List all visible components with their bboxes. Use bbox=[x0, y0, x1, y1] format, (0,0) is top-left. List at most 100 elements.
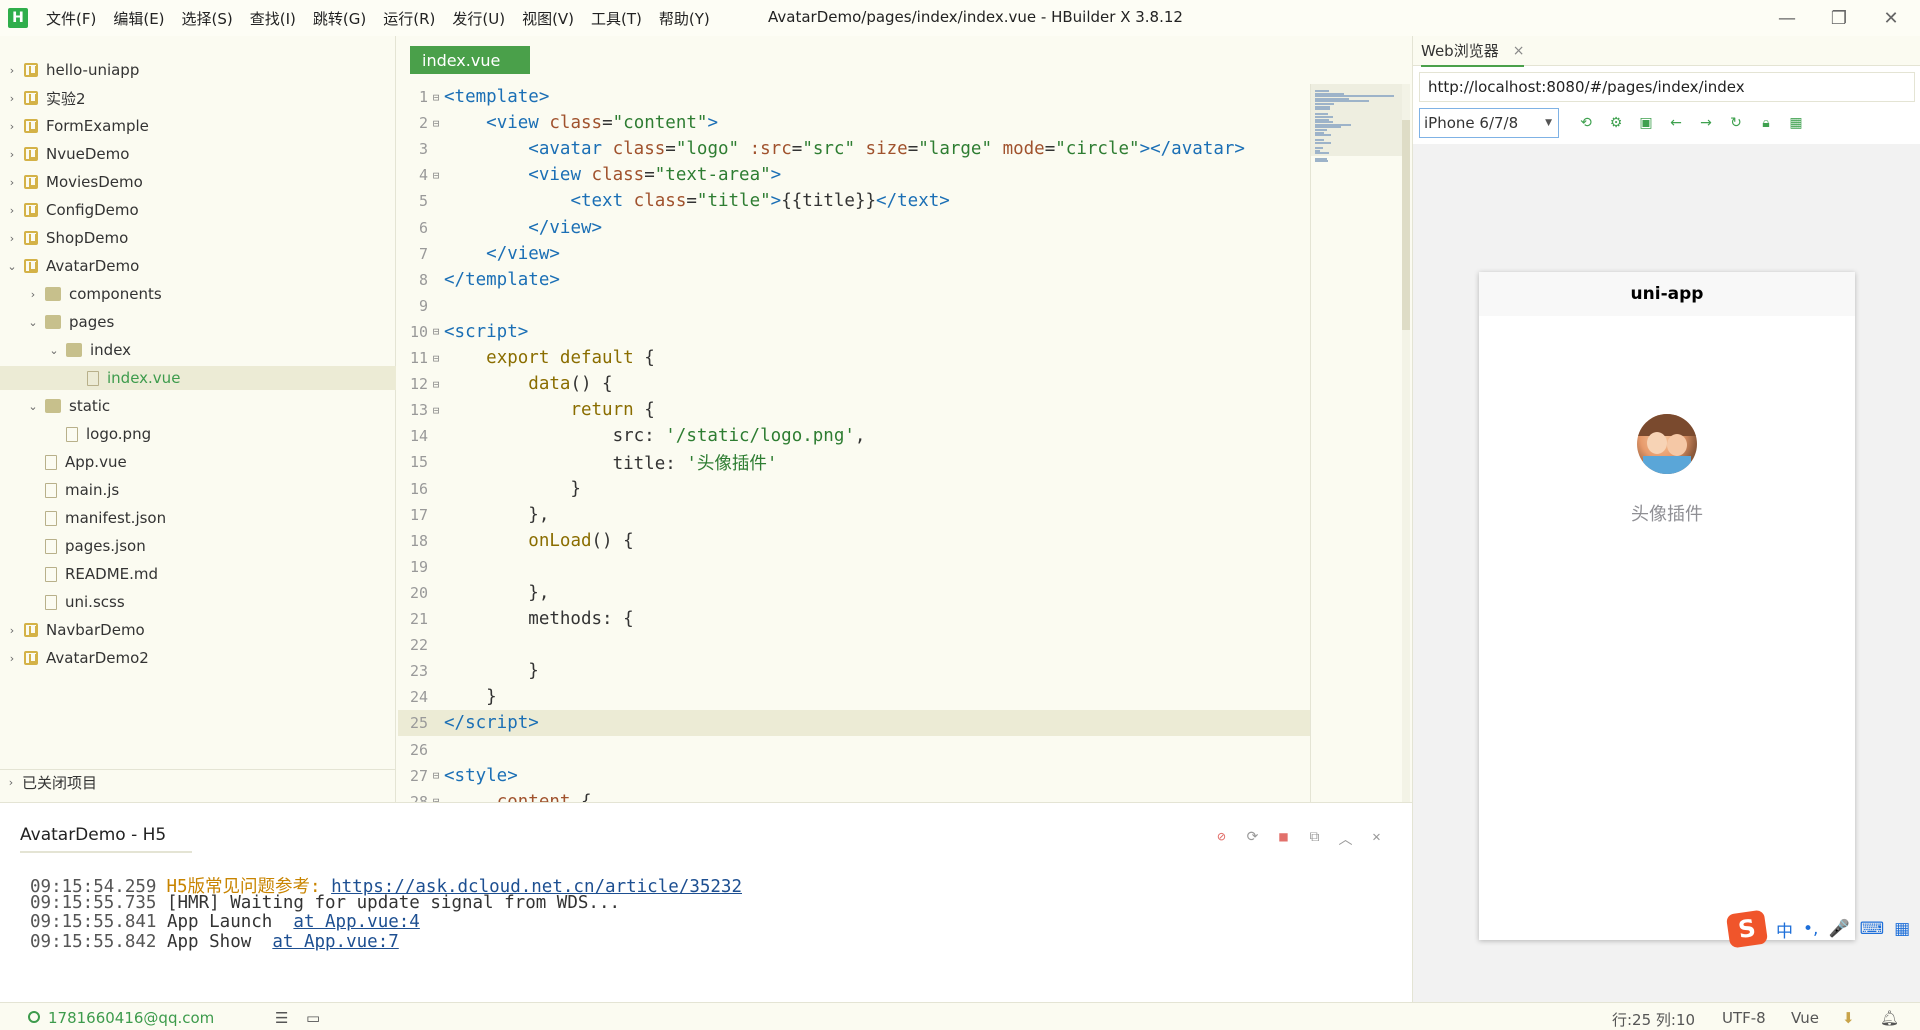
tree-item[interactable]: ›NavbarDemo bbox=[0, 618, 145, 642]
tree-item[interactable]: README.md bbox=[0, 562, 158, 586]
code-line[interactable]: 1⊟<template> bbox=[398, 84, 1310, 110]
cursor-position[interactable]: 行:25 列:10 bbox=[1612, 1011, 1696, 1029]
code-line[interactable]: 2⊟ <view class="content"> bbox=[398, 110, 1310, 136]
code-line[interactable]: 5 <text class="title">{{title}}</text> bbox=[398, 188, 1310, 214]
tree-item[interactable]: ›ConfigDemo bbox=[0, 198, 139, 222]
tree-item[interactable]: index.vue bbox=[0, 366, 396, 390]
menu-item[interactable]: 查找(I) bbox=[249, 9, 296, 28]
tree-item[interactable]: ⌄index bbox=[0, 338, 131, 362]
menu-item[interactable]: 视图(V) bbox=[522, 9, 575, 28]
code-line[interactable]: 25</script> bbox=[398, 710, 1310, 737]
console-tab[interactable]: AvatarDemo - H5 bbox=[20, 825, 192, 853]
log-link[interactable]: https://ask.dcloud.net.cn/article/35232 bbox=[331, 877, 742, 897]
fold-toggle-icon[interactable]: ⊟ bbox=[432, 403, 440, 417]
menu-item[interactable]: 帮助(Y) bbox=[658, 9, 710, 28]
fold-toggle-icon[interactable]: ⊟ bbox=[432, 377, 440, 391]
rotate-icon[interactable]: ⟲ bbox=[1580, 115, 1592, 131]
settings-gear-icon[interactable]: ⚙ bbox=[1609, 115, 1623, 131]
menu-item[interactable]: 选择(S) bbox=[181, 9, 233, 28]
code-line[interactable]: 13⊟ return { bbox=[398, 397, 1310, 423]
fold-toggle-icon[interactable]: ⊟ bbox=[432, 769, 440, 783]
code-line[interactable]: 11⊟ export default { bbox=[398, 345, 1310, 371]
back-arrow-icon[interactable]: ← bbox=[1670, 115, 1682, 131]
menu-item[interactable]: 文件(F) bbox=[46, 9, 97, 28]
code-line[interactable]: 12⊟ data() { bbox=[398, 371, 1310, 397]
close-panel-icon[interactable]: ✕ bbox=[1372, 829, 1381, 845]
closed-projects[interactable]: › 已关闭项目 bbox=[0, 769, 396, 795]
log-link[interactable]: at App.vue:7 bbox=[272, 931, 399, 952]
code-line[interactable]: 20 }, bbox=[398, 580, 1310, 606]
code-line[interactable]: 22 bbox=[398, 632, 1310, 658]
qrcode-icon[interactable]: ▦ bbox=[1789, 115, 1803, 131]
avatar[interactable] bbox=[1637, 414, 1697, 474]
menu-item[interactable]: 跳转(G) bbox=[312, 9, 367, 28]
tree-item[interactable]: main.js bbox=[0, 478, 119, 502]
code-line[interactable]: 16 } bbox=[398, 476, 1310, 502]
code-minimap[interactable] bbox=[1310, 84, 1403, 802]
ime-chinese-mode[interactable]: 中 bbox=[1776, 921, 1793, 942]
tree-item[interactable]: App.vue bbox=[0, 450, 127, 474]
code-line[interactable]: 28⊟ .content { bbox=[398, 789, 1310, 802]
ime-punctuation-icon[interactable]: •, bbox=[1803, 919, 1819, 939]
code-line[interactable]: 24 } bbox=[398, 684, 1310, 710]
code-line[interactable]: 19 bbox=[398, 554, 1310, 580]
code-line[interactable]: 23 } bbox=[398, 658, 1310, 684]
editor-scrollbar[interactable] bbox=[1402, 84, 1410, 802]
device-select[interactable]: iPhone 6/7/8 ▼ bbox=[1419, 108, 1559, 138]
tab-web-browser[interactable]: Web浏览器 × bbox=[1421, 40, 1525, 67]
code-line[interactable]: 26 bbox=[398, 737, 1310, 763]
ime-toolbox-icon[interactable]: ▦ bbox=[1894, 919, 1911, 939]
ime-keyboard-icon[interactable]: ⌨ bbox=[1859, 919, 1885, 939]
code-line[interactable]: 8</template> bbox=[398, 267, 1310, 293]
tree-item[interactable]: ⌄pages bbox=[0, 310, 114, 334]
menu-item[interactable]: 发行(U) bbox=[452, 9, 506, 28]
tree-item[interactable]: logo.png bbox=[0, 422, 151, 446]
code-line[interactable]: 15 title: '头像插件' bbox=[398, 449, 1310, 475]
menu-item[interactable]: 编辑(E) bbox=[113, 9, 165, 28]
code-line[interactable]: 4⊟ <view class="text-area"> bbox=[398, 162, 1310, 188]
code-line[interactable]: 21 methods: { bbox=[398, 606, 1310, 632]
tree-item[interactable]: ›FormExample bbox=[0, 114, 149, 138]
editor-scrollbar-thumb[interactable] bbox=[1402, 120, 1410, 330]
tree-item[interactable]: pages.json bbox=[0, 534, 146, 558]
log-link[interactable]: at App.vue:4 bbox=[293, 912, 420, 932]
code-line[interactable]: 10⊟<script> bbox=[398, 319, 1310, 345]
tree-item[interactable]: ›NvueDemo bbox=[0, 142, 130, 166]
restore-icon[interactable]: ❐ bbox=[1830, 7, 1848, 29]
menu-item[interactable]: 工具(T) bbox=[591, 9, 642, 28]
terminal-icon[interactable]: ▭ bbox=[306, 1009, 321, 1027]
user-account[interactable]: 1781660416@qq.com bbox=[48, 1009, 215, 1027]
fold-toggle-icon[interactable]: ⊟ bbox=[432, 90, 440, 104]
tree-item[interactable]: uni.scss bbox=[0, 590, 125, 614]
editor-tab-index-vue[interactable]: index.vue bbox=[410, 46, 530, 74]
code-line[interactable]: 27⊟<style> bbox=[398, 763, 1310, 789]
fold-toggle-icon[interactable]: ⊟ bbox=[432, 325, 440, 339]
tree-item[interactable]: ⌄AvatarDemo bbox=[0, 254, 139, 278]
notification-bell-icon[interactable]: 🔔︎ bbox=[1880, 1009, 1900, 1027]
ime-microphone-icon[interactable]: 🎤 bbox=[1828, 919, 1850, 939]
menu-item[interactable]: 运行(R) bbox=[383, 9, 436, 28]
code-line[interactable]: 14 src: '/static/logo.png', bbox=[398, 423, 1310, 449]
tree-item[interactable]: ⌄static bbox=[0, 394, 110, 418]
download-update-icon[interactable]: ⬇ bbox=[1842, 1009, 1855, 1027]
devtools-console-icon[interactable]: ▣ bbox=[1639, 115, 1653, 131]
code-line[interactable]: 3 <avatar class="logo" :src="src" size="… bbox=[398, 136, 1310, 162]
tree-item[interactable]: ›AvatarDemo2 bbox=[0, 646, 149, 670]
minimize-icon[interactable]: — bbox=[1778, 7, 1796, 29]
code-line[interactable]: 17 }, bbox=[398, 502, 1310, 528]
collapse-up-icon[interactable]: ︿ bbox=[1338, 832, 1353, 848]
tree-item[interactable]: ›ShopDemo bbox=[0, 226, 129, 250]
fold-toggle-icon[interactable]: ⊟ bbox=[432, 116, 440, 130]
url-input[interactable]: http://localhost:8080/#/pages/index/inde… bbox=[1419, 72, 1915, 102]
tree-item[interactable]: manifest.json bbox=[0, 506, 166, 530]
forward-arrow-icon[interactable]: → bbox=[1700, 115, 1712, 131]
stop-icon[interactable]: ■ bbox=[1279, 829, 1288, 845]
code-editor[interactable]: 1⊟<template>2⊟ <view class="content">3 <… bbox=[398, 84, 1310, 802]
fold-toggle-icon[interactable]: ⊟ bbox=[432, 795, 440, 802]
file-encoding[interactable]: UTF-8 bbox=[1722, 1009, 1766, 1027]
clear-console-icon[interactable]: ⊘ bbox=[1217, 829, 1226, 845]
fold-toggle-icon[interactable]: ⊟ bbox=[432, 168, 440, 182]
open-external-icon[interactable]: ⧉ bbox=[1309, 829, 1320, 845]
restart-icon[interactable]: ⟳ bbox=[1246, 829, 1259, 845]
refresh-icon[interactable]: ↻ bbox=[1730, 115, 1742, 131]
